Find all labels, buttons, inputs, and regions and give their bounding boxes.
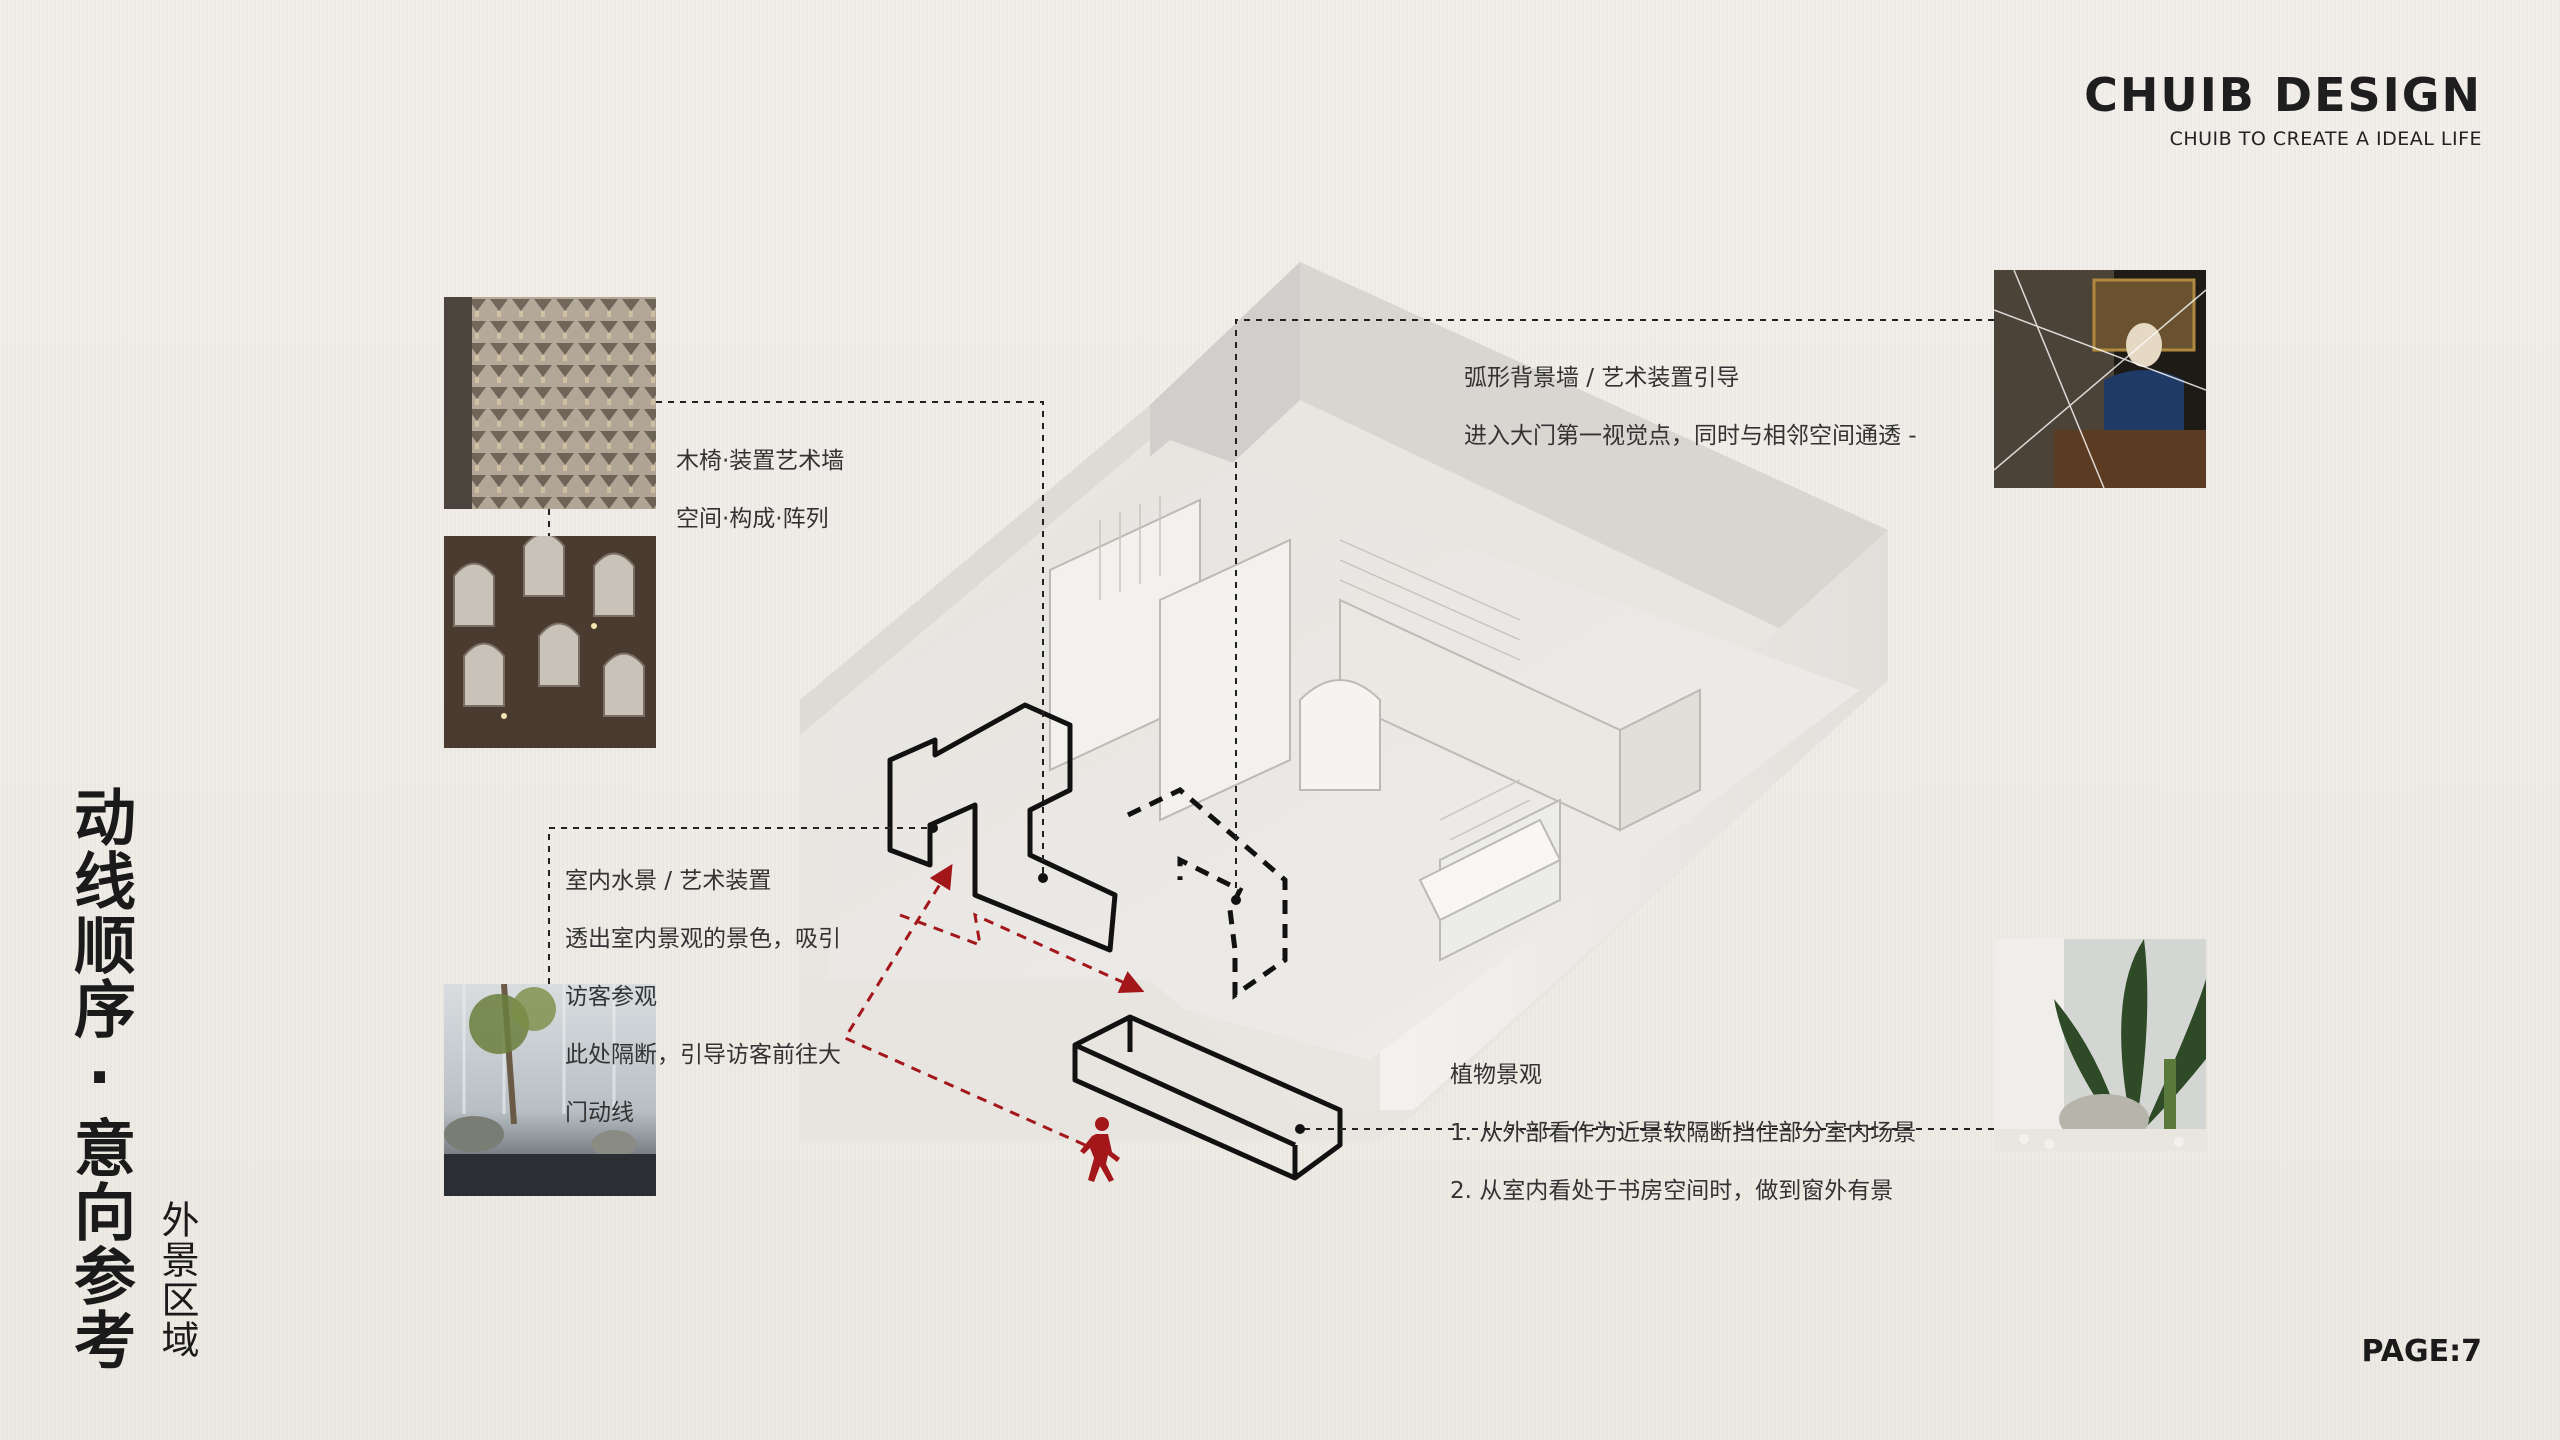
- page-subtitle: 外景区域: [155, 1200, 199, 1360]
- annotation-plants-line2: 1. 从外部看作为近景软隔断挡住部分室内场景: [1450, 1120, 1917, 1146]
- interior-partitions: [1049, 498, 1701, 962]
- annotation-water-line1: 室内水景 / 艺术装置: [565, 868, 772, 894]
- person-walking-icon: [1080, 1117, 1120, 1182]
- annotation-wood-wall-line1: 木椅·装置艺术墙: [676, 448, 845, 474]
- photo-wood-wall-detail: [444, 536, 656, 748]
- brand-subtitle: CHUIB TO CREATE A IDEAL LIFE: [2169, 128, 2482, 150]
- page-title: 动线顺序·意向参考: [63, 785, 136, 1372]
- photo-plants: [1994, 939, 2206, 1151]
- annotation-wood-wall-line2: 空间·构成·阵列: [676, 506, 829, 532]
- photo-wood-wall-top: [444, 297, 656, 509]
- water-feature-outline: [887, 702, 1118, 953]
- annotation-water-feature: 室内水景 / 艺术装置 透出室内景观的景色，吸引 访客参观 此处隔断，引导访客前…: [565, 838, 841, 1157]
- brand-title: CHUIB DESIGN: [2084, 68, 2482, 122]
- annotation-water-line2: 透出室内景观的景色，吸引: [565, 926, 841, 952]
- annotation-water-line5: 门动线: [565, 1100, 634, 1126]
- leader-lines: [548, 319, 1994, 1130]
- page-number: PAGE:7: [2361, 1334, 2482, 1369]
- arc-wall-outline: [1126, 787, 1288, 1000]
- annotation-wood-wall: 木椅·装置艺术墙 空间·构成·阵列: [676, 418, 844, 563]
- leader-dots: [928, 823, 1305, 1134]
- annotation-arc-wall-line2: 进入大门第一视觉点，同时与相邻空间通透 -: [1464, 423, 1917, 449]
- circulation-path: [842, 863, 1145, 1147]
- shelving-detail: [1099, 496, 1531, 841]
- photo-art-painting: [1994, 270, 2206, 488]
- annotation-plants-line3: 2. 从室内看处于书房空间时，做到窗外有景: [1450, 1178, 1894, 1204]
- highlight-outlines: [887, 702, 1343, 1181]
- annotation-arc-wall: 弧形背景墙 / 艺术装置引导 进入大门第一视觉点，同时与相邻空间通透 -: [1464, 335, 1917, 480]
- annotation-plants: 植物景观 1. 从外部看作为近景软隔断挡住部分室内场景 2. 从室内看处于书房空…: [1450, 1032, 1916, 1235]
- photo-indoor-water: [444, 984, 656, 1196]
- annotation-water-line4: 此处隔断，引导访客前往大: [565, 1042, 841, 1068]
- annotation-water-line3: 访客参观: [565, 984, 657, 1010]
- annotation-arc-wall-line1: 弧形背景墙 / 艺术装置引导: [1464, 365, 1740, 391]
- annotation-plants-line1: 植物景观: [1450, 1062, 1542, 1088]
- brand-block: CHUIB DESIGN CHUIB TO CREATE A IDEAL LIF…: [2084, 72, 2482, 150]
